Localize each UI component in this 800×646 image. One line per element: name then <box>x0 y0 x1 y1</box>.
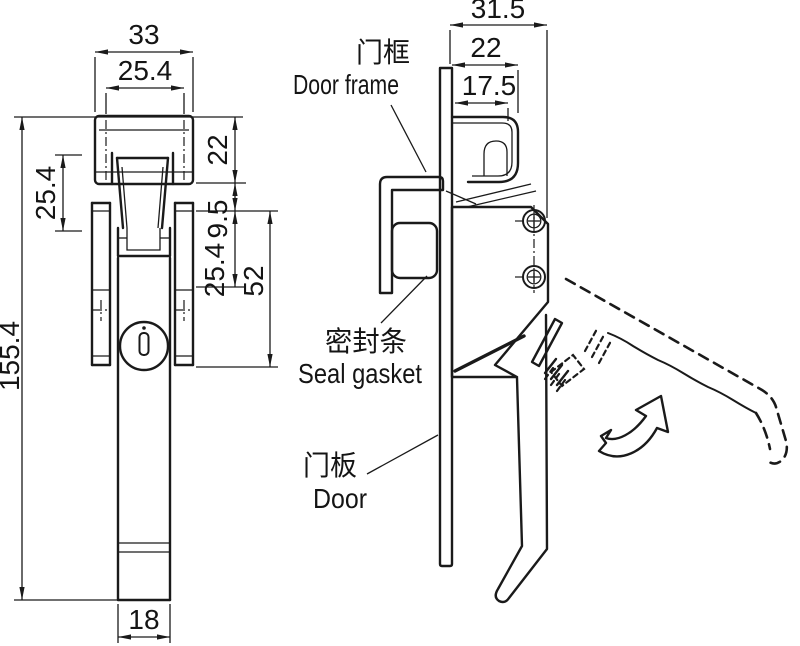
seal-gasket-shape <box>390 221 439 280</box>
screw-bottom <box>515 265 546 289</box>
handle-lever-side <box>494 313 549 604</box>
lock-cylinder <box>118 320 170 372</box>
dimension-handle-width: 18 <box>117 604 171 643</box>
dim-label-latch-length: 25.4 <box>30 166 61 221</box>
rotation-arrow-icon <box>597 394 670 458</box>
leader-door-frame <box>390 104 427 173</box>
keeper-block <box>93 114 195 186</box>
dim-label-frame-gap: 9.5 <box>202 200 233 239</box>
mounting-flange-right <box>173 201 195 367</box>
body-channel <box>116 226 172 258</box>
label-door-frame-en: Door frame <box>293 69 399 100</box>
dimension-latch-length: 25.4 <box>30 154 82 232</box>
dim-label-total-height: 155.4 <box>0 321 25 391</box>
keyhole-icon <box>138 326 150 356</box>
latch-hook-piece <box>530 317 570 387</box>
latch-hook-open-dashed <box>543 327 613 393</box>
label-seal-gasket-en: Seal gasket <box>298 358 422 389</box>
dimension-total-depth: 31.5 <box>449 0 548 218</box>
dim-label-total-depth: 31.5 <box>471 0 526 24</box>
dimension-keeper-height: 22 <box>196 117 246 184</box>
dim-label-body-upper: 25.4 <box>199 243 230 298</box>
dimension-keeper-inner-width: 25.4 <box>105 55 185 114</box>
dim-label-handle-width: 18 <box>128 604 159 635</box>
label-seal-gasket-zh: 密封条 <box>325 325 407 358</box>
dimension-body-height: 52 <box>196 211 278 368</box>
dimension-frame-gap: 9.5 <box>196 183 278 238</box>
dimension-keeper-width: 33 <box>94 19 194 112</box>
dim-label-keeper-inner-width: 25.4 <box>118 55 173 86</box>
door-panel <box>438 66 454 568</box>
dimension-keeper-depth: 22 <box>452 32 519 113</box>
keeper-hook-side <box>445 115 537 208</box>
leader-door <box>366 434 439 475</box>
front-view: 155.4 33 25.4 25.4 <box>0 19 278 643</box>
label-door-frame-zh: 门框 <box>356 36 410 69</box>
dimension-body-upper: 25.4 <box>196 211 246 297</box>
screw-top <box>515 209 546 233</box>
leader-seal-gasket <box>380 275 428 324</box>
dim-label-keeper-height: 22 <box>202 134 233 165</box>
dim-label-body-height: 52 <box>238 265 269 296</box>
label-door-zh: 门板 <box>303 449 357 482</box>
mounting-flange-left <box>90 201 112 367</box>
dim-label-hook-depth: 17.5 <box>462 70 517 101</box>
dim-label-keeper-width: 33 <box>128 19 159 50</box>
handle-open-dashed <box>564 277 789 465</box>
latch-tongue <box>115 156 170 230</box>
dimension-hook-depth: 17.5 <box>455 70 516 121</box>
side-view: 31.5 22 17.5 <box>293 0 789 604</box>
dimension-total-height: 155.4 <box>0 117 25 600</box>
handle-bar-front <box>116 256 172 602</box>
label-door-en: Door <box>313 483 367 514</box>
latch-body-side <box>450 205 550 379</box>
dim-label-keeper-depth: 22 <box>470 32 501 63</box>
